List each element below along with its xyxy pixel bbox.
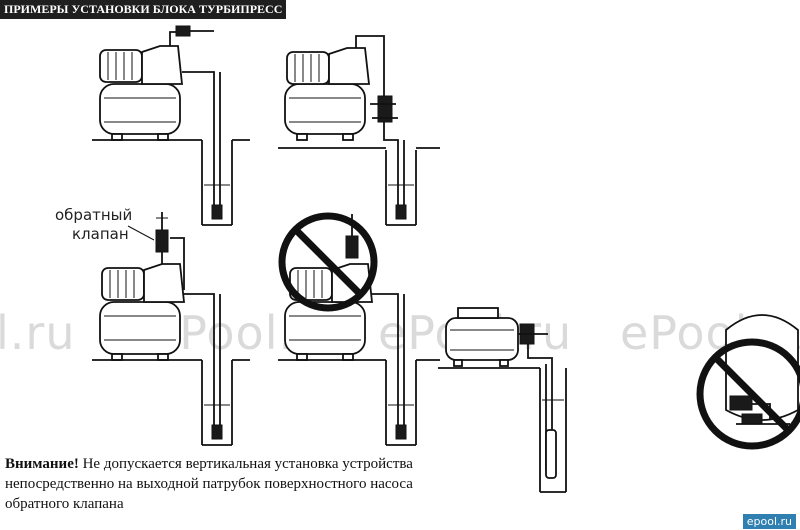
prohibited-sign-icon [696, 338, 800, 450]
diagram-submersible-horizontal-tank [438, 307, 567, 493]
diagram-pump-tank-1 [92, 25, 250, 226]
warning-notice-text: Не допускается вертикальная установка ус… [5, 456, 413, 512]
watermark: l.ru [0, 306, 76, 360]
diagram-pump-tank-2 [278, 35, 440, 226]
check-valve-label-line2: клапан [72, 225, 129, 243]
page-title: ПРИМЕРЫ УСТАНОВКИ БЛОКА ТУРБИПРЕСС [0, 0, 287, 19]
diagram-prohibited-vertical [278, 214, 440, 446]
site-badge: epool.ru [742, 514, 796, 529]
warning-notice: Внимание! Не допускается вертикальная ус… [5, 454, 465, 514]
check-valve-label-line1: обратный [55, 206, 133, 224]
prohibited-sign-icon [278, 212, 378, 312]
warning-notice-bold: Внимание! [5, 456, 79, 472]
diagram-pump-check-valve [92, 212, 250, 446]
